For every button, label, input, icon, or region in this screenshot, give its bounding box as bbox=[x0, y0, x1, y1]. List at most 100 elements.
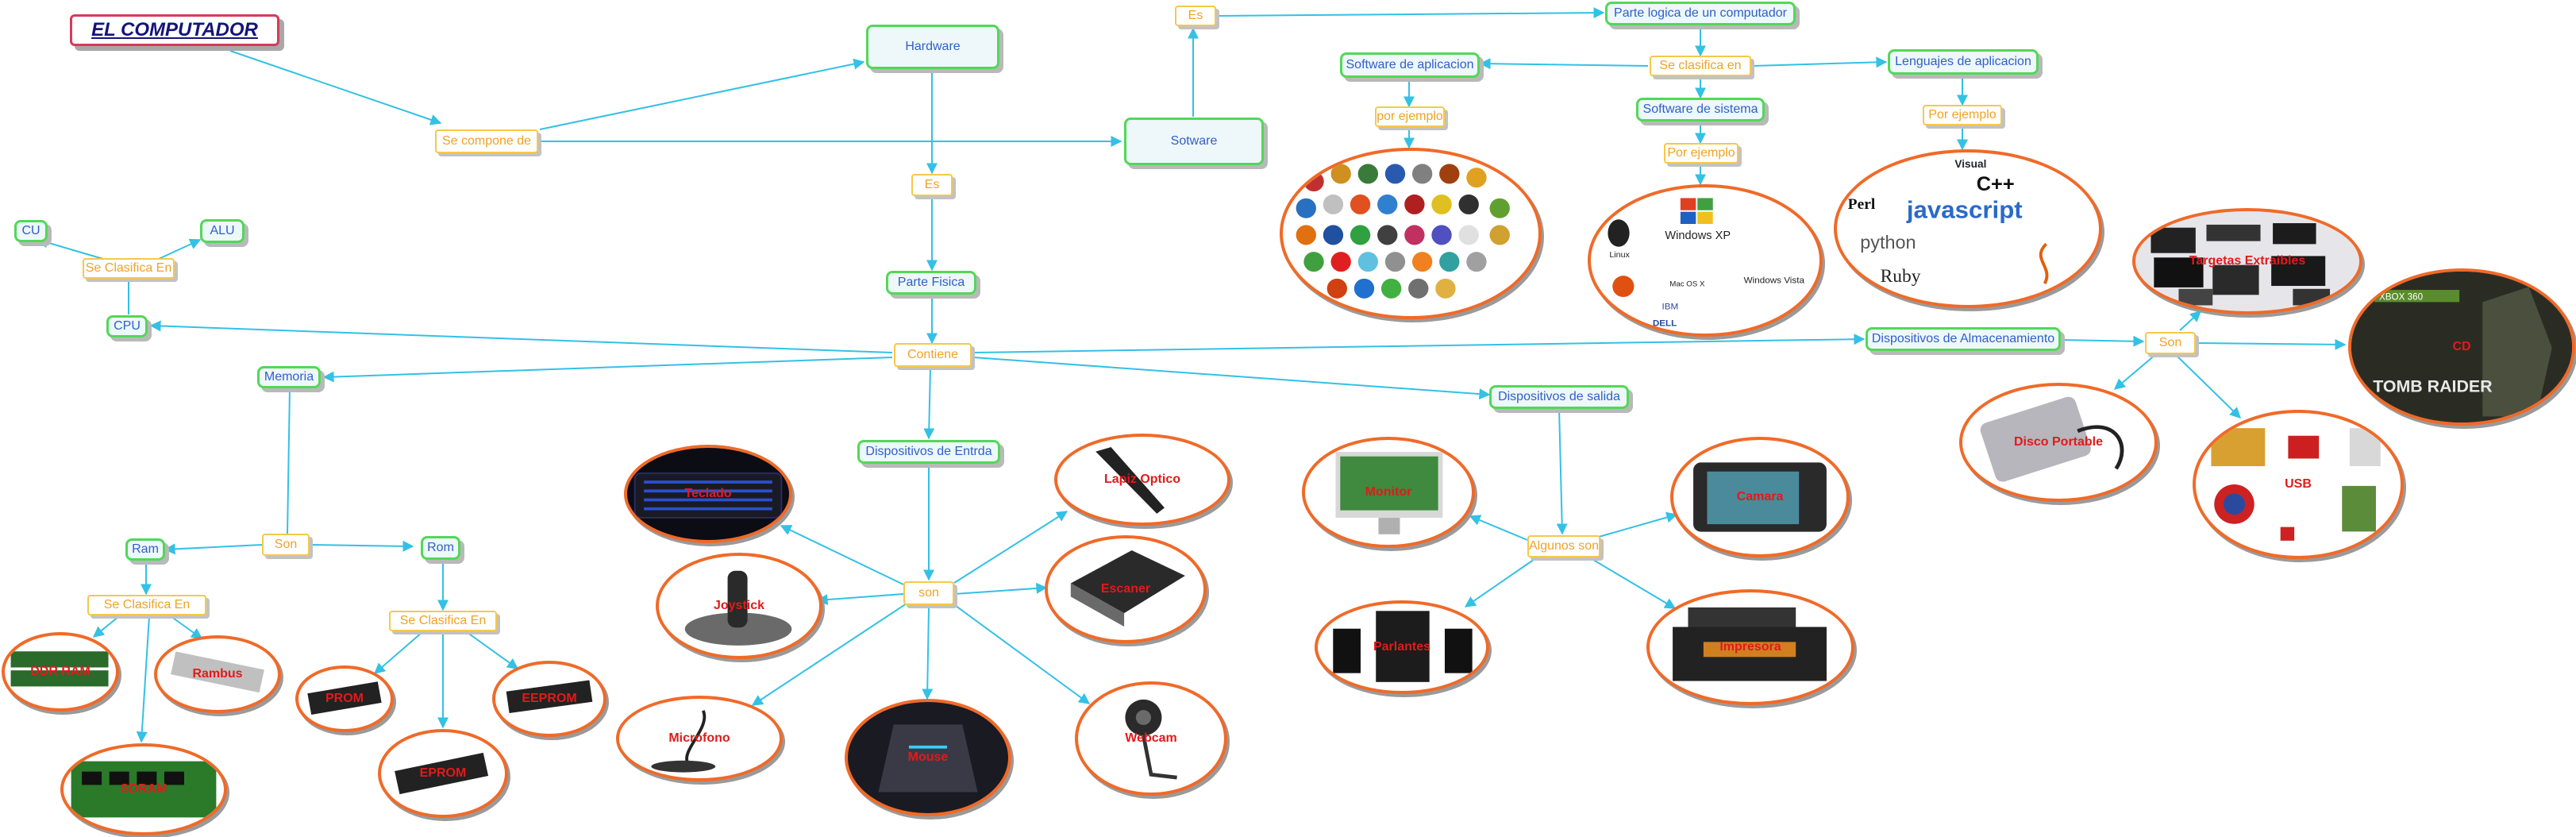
camera-icon bbox=[1693, 462, 1827, 532]
disco-portable-caption: Disco Portable bbox=[2013, 435, 2104, 449]
xbox-logo-text: XBOX 360 bbox=[2379, 293, 2423, 303]
link-es-mid[interactable]: Es bbox=[911, 174, 953, 196]
concept-alu[interactable]: ALU bbox=[200, 219, 245, 243]
eprom-chip-icon bbox=[395, 752, 489, 795]
link-se-compone-de[interactable]: Se compone de bbox=[435, 129, 538, 153]
ram-module-icon bbox=[10, 651, 109, 687]
concept-software-sistema[interactable]: Software de sistema bbox=[1636, 98, 1765, 122]
ruby-logo-text: Ruby bbox=[1881, 266, 1921, 287]
link-son-memoria[interactable]: Son bbox=[262, 534, 310, 556]
concept-dispositivos-entrada[interactable]: Dispositivos de Entrda bbox=[857, 440, 1000, 464]
concept-software[interactable]: Sotware bbox=[1124, 118, 1264, 165]
edge-algunos-parlantes bbox=[1464, 557, 1538, 608]
concept-parte-fisica[interactable]: Parte Fisica bbox=[886, 271, 976, 295]
link-contiene[interactable]: Contiene bbox=[894, 343, 972, 367]
joystick-icon bbox=[684, 570, 792, 646]
microfono-caption: Microfono bbox=[668, 731, 730, 745]
joystick-caption: Joystick bbox=[713, 599, 765, 612]
link-se-clasifica-en-ram[interactable]: Se Clasifica En bbox=[87, 595, 206, 615]
ddr-ram-image: DDR RAM bbox=[2, 632, 119, 712]
impresora-image: Impresora bbox=[1646, 589, 1854, 705]
parlantes-caption: Parlantes bbox=[1373, 640, 1431, 654]
windows-vista-logo-text: Windows Vista bbox=[1744, 276, 1805, 286]
eprom-image: EPROM bbox=[378, 729, 508, 818]
tomb-raider-logo-text: TOMB RAIDER bbox=[2373, 377, 2492, 396]
printer-icon bbox=[1673, 607, 1827, 681]
apps-collage-image bbox=[1280, 148, 1542, 319]
edge-almacen-son bbox=[2060, 335, 2145, 347]
concept-cpu[interactable]: CPU bbox=[106, 315, 148, 338]
concept-rom[interactable]: Rom bbox=[421, 536, 460, 560]
link-algunos-son[interactable]: Algunos son bbox=[1527, 535, 1600, 557]
link-por-ejemplo-sistema[interactable]: Por ejemplo bbox=[1664, 143, 1739, 164]
visual-logo-text: Visual bbox=[1954, 158, 1986, 170]
edge-algunos-camara bbox=[1598, 511, 1678, 538]
webcam-icon bbox=[1125, 699, 1177, 780]
prom-caption: PROM bbox=[325, 692, 364, 705]
monitor-icon bbox=[1335, 452, 1443, 534]
usb-drives-icon bbox=[2211, 428, 2381, 541]
windows-xp-logo-text: Windows XP bbox=[1665, 230, 1731, 242]
ibm-logo-text: IBM bbox=[1662, 302, 1679, 311]
link-se-clasifica-en-software[interactable]: Se clasifica en bbox=[1650, 56, 1751, 76]
ddr-ram-caption: DDR RAM bbox=[30, 665, 90, 678]
prom-chip-icon bbox=[307, 681, 382, 716]
edge-clasifica-lang bbox=[1752, 56, 1888, 68]
link-es-top[interactable]: Es bbox=[1175, 6, 1216, 26]
edge-clasifica-alu bbox=[158, 238, 202, 260]
edge-son-webcam bbox=[952, 603, 1091, 704]
game-cover-icon: XBOX 360 TOMB RAIDER bbox=[2351, 272, 2572, 422]
edge-ramcl-sdram bbox=[136, 615, 150, 743]
edge-son-mouse bbox=[922, 608, 934, 700]
usb-caption: USB bbox=[2285, 477, 2312, 491]
edge-salida-algunos bbox=[1556, 407, 1568, 535]
webcam-image: Webcam bbox=[1075, 681, 1227, 796]
link-por-ejemplo-lenguajes[interactable]: Por ejemplo bbox=[1923, 105, 2002, 125]
sdram-caption: SDRAM bbox=[120, 782, 167, 796]
concept-dispositivos-salida[interactable]: Dispositivos de salida bbox=[1489, 385, 1629, 409]
microfono-image: Microfono bbox=[616, 696, 783, 781]
concept-hardware[interactable]: Hardware bbox=[866, 25, 999, 69]
monitor-image: Monitor bbox=[1302, 437, 1475, 548]
concept-cu[interactable]: CU bbox=[14, 220, 48, 242]
language-logos-icon: Visual C++ Perl javascript python Ruby bbox=[1848, 158, 2049, 287]
link-se-clasifica-en-rom[interactable]: Se Clasifica En bbox=[389, 611, 497, 631]
os-logos-icon: Windows XP Windows Vista Linux Mac OS X … bbox=[1608, 198, 1805, 328]
edge-clasifica-cu bbox=[37, 237, 104, 260]
edge-memoria-son bbox=[287, 388, 291, 534]
cpp-logo-text: C++ bbox=[1977, 173, 2015, 195]
python-logo-text: python bbox=[1860, 232, 1916, 253]
camara-caption: Camara bbox=[1736, 490, 1784, 503]
os-collage-image: Windows XP Windows Vista Linux Mac OS X … bbox=[1588, 184, 1823, 337]
tarjetas-extraibles-caption: Targetas Extraibles bbox=[2189, 254, 2306, 268]
link-son-entrada[interactable]: son bbox=[903, 581, 954, 605]
edge-son-ram bbox=[164, 543, 263, 555]
parlantes-image: Parlantes bbox=[1315, 600, 1489, 694]
rambus-caption: Rambus bbox=[192, 667, 243, 681]
lang-collage-image: Visual C++ Perl javascript python Ruby bbox=[1834, 149, 2102, 308]
edge-son-usb bbox=[2174, 353, 2242, 418]
eeprom-image: EEPROM bbox=[492, 661, 606, 737]
concept-lenguajes-aplicacion[interactable]: Lenguajes de aplicacion bbox=[1888, 49, 2039, 75]
edge-son-teclado bbox=[780, 525, 904, 585]
link-se-clasifica-en-cpu[interactable]: Se Clasifica En bbox=[83, 258, 175, 279]
scanner-icon bbox=[1070, 550, 1185, 627]
edge-es-logica bbox=[1215, 7, 1605, 19]
webcam-caption: Webcam bbox=[1125, 731, 1177, 745]
escaner-image: Escaner bbox=[1045, 535, 1207, 643]
link-son-almacenamiento[interactable]: Son bbox=[2145, 332, 2196, 354]
link-por-ejemplo-aplicacion[interactable]: por ejemplo bbox=[1375, 106, 1445, 127]
edge-son-cd bbox=[2197, 338, 2347, 350]
concept-memoria[interactable]: Memoria bbox=[257, 366, 321, 388]
keyboard-icon bbox=[633, 472, 783, 519]
edge-ramcl-ddr bbox=[92, 615, 120, 638]
concept-parte-logica[interactable]: Parte logica de un computador bbox=[1605, 2, 1796, 25]
eprom-caption: EPROM bbox=[419, 766, 467, 780]
impresora-caption: Impresora bbox=[1719, 640, 1781, 654]
prom-image: PROM bbox=[295, 665, 394, 732]
concept-dispositivos-almacenamiento[interactable]: Dispositivos de Almacenamiento bbox=[1866, 327, 2061, 351]
concept-ram[interactable]: Ram bbox=[125, 538, 165, 561]
concept-software-aplicacion[interactable]: Software de aplicacion bbox=[1340, 52, 1480, 78]
microphone-icon bbox=[651, 710, 716, 773]
